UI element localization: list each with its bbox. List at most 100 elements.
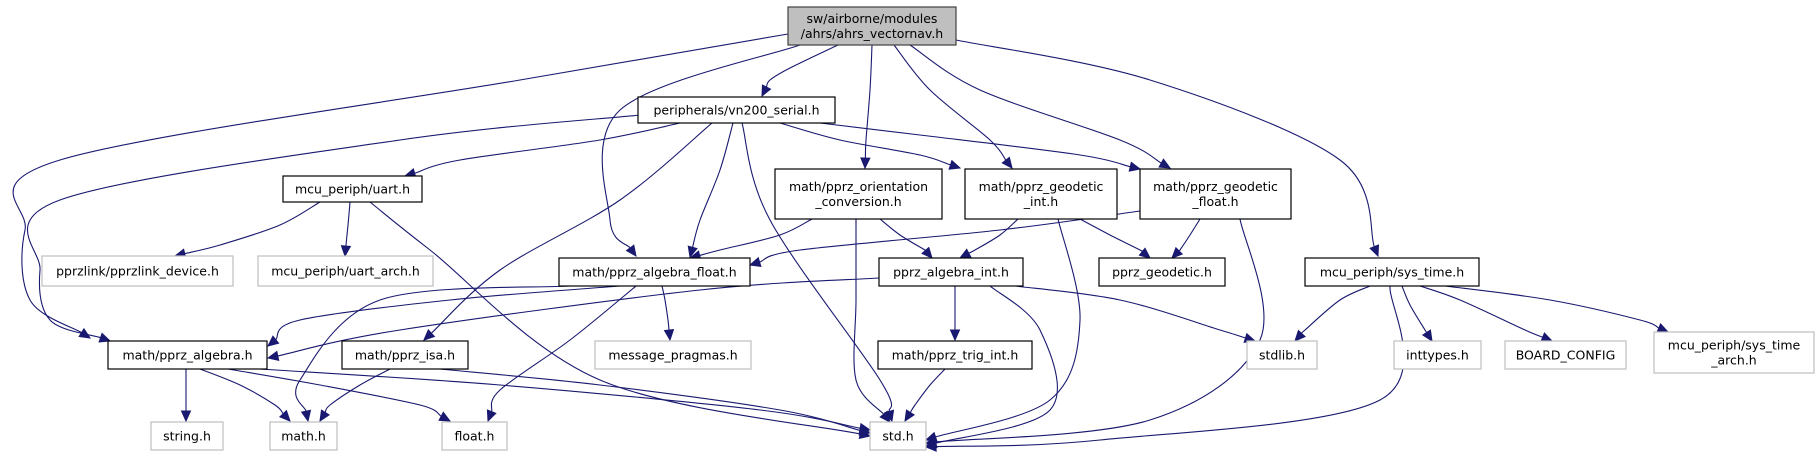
node-box	[341, 340, 469, 370]
arrowhead-icon	[1421, 329, 1433, 343]
arrowhead-icon	[278, 409, 291, 422]
nodes-layer: sw/airborne/modules/ahrs/ahrs_vectornav.…	[41, 6, 1815, 451]
arrowhead-icon	[1158, 158, 1172, 169]
node-geodetic[interactable]: pprz_geodetic.h	[1098, 257, 1226, 287]
arrowhead-icon	[921, 246, 933, 259]
node-msg-pragmas: message_pragmas.h	[594, 340, 752, 370]
node-alg-int[interactable]: pprz_algebra_int.h	[878, 257, 1024, 287]
node-label: _conversion.h	[814, 194, 901, 209]
node-alg-float[interactable]: math/pprz_algebra_float.h	[558, 257, 751, 287]
edge-uart-to-uart_arch	[345, 201, 351, 248]
node-isa[interactable]: math/pprz_isa.h	[341, 340, 469, 370]
node-root[interactable]: sw/airborne/modules/ahrs/ahrs_vectornav.…	[787, 6, 957, 46]
node-label: math.h	[281, 429, 326, 444]
edge-geo_float-to-std	[935, 218, 1265, 443]
edge-sys_time-to-stdlib	[1300, 285, 1371, 335]
node-trig-int[interactable]: math/pprz_trig_int.h	[877, 340, 1033, 370]
node-label: message_pragmas.h	[608, 348, 737, 363]
arrowhead-icon	[1001, 156, 1013, 169]
node-orient[interactable]: math/pprz_orientation_conversion.h	[774, 168, 943, 220]
edge-orient-to-alg_int	[879, 218, 928, 252]
node-uart-arch: mcu_periph/uart_arch.h	[257, 255, 434, 287]
arrowhead-icon	[858, 425, 872, 436]
node-box	[1139, 168, 1292, 220]
arrowhead-icon	[625, 244, 637, 257]
arrowhead-icon	[860, 157, 871, 170]
node-box	[1246, 340, 1318, 370]
node-stdlib: stdlib.h	[1246, 340, 1318, 370]
edge-vn200-to-geo_int	[779, 122, 951, 166]
node-box	[1304, 257, 1480, 287]
edge-geo_int-to-std	[935, 218, 1081, 438]
edge-root-to-alg	[12, 33, 789, 334]
edge-alg_int-to-std	[935, 285, 1058, 444]
node-label: peripherals/vn200_serial.h	[653, 103, 819, 118]
arrowhead-icon	[486, 409, 497, 423]
edge-root-to-vn200	[765, 44, 839, 88]
node-label: math/pprz_geodetic	[979, 179, 1104, 194]
node-geo-float[interactable]: math/pprz_geodetic_float.h	[1139, 168, 1292, 220]
edge-root-to-sys_time	[955, 39, 1375, 247]
edge-root-to-geo_int	[893, 44, 1007, 161]
edge-sys_time-to-sys_time_arch	[1444, 285, 1660, 329]
node-box	[1653, 331, 1815, 374]
node-box	[107, 340, 268, 370]
edges-layer	[12, 33, 1670, 452]
node-box	[637, 96, 836, 124]
node-board-config: BOARD_CONFIG	[1504, 340, 1627, 370]
node-label: math/pprz_algebra_float.h	[572, 265, 736, 280]
node-box	[964, 168, 1118, 220]
node-label: pprz_algebra_int.h	[893, 265, 1009, 280]
node-math: math.h	[269, 421, 338, 451]
node-vn200[interactable]: peripherals/vn200_serial.h	[637, 96, 836, 124]
node-box	[269, 421, 338, 451]
node-box	[441, 421, 508, 451]
node-label: _arch.h	[1710, 353, 1756, 368]
edge-orient-to-std	[853, 219, 885, 415]
edge-alg_float-to-alg	[275, 285, 621, 341]
node-label: std.h	[882, 429, 913, 444]
node-box	[594, 340, 752, 370]
arrowhead-icon	[748, 256, 762, 268]
node-pprzlink: pprzlink/pprzlink_device.h	[41, 255, 234, 287]
node-string: string.h	[150, 421, 224, 451]
node-label: float.h	[455, 429, 495, 444]
node-label: mcu_periph/sys_time.h	[1320, 265, 1464, 280]
arrowhead-icon	[948, 159, 962, 170]
node-float: float.h	[441, 421, 508, 451]
node-box	[558, 257, 751, 287]
node-sys-time[interactable]: mcu_periph/sys_time.h	[1304, 257, 1480, 287]
arrowhead-icon	[924, 441, 937, 452]
node-box	[878, 257, 1024, 287]
edge-sys_time-to-board_config	[1419, 285, 1543, 338]
arrowhead-icon	[267, 335, 280, 347]
node-alg[interactable]: math/pprz_algebra.h	[107, 340, 268, 370]
arrowhead-icon	[1369, 244, 1380, 258]
node-label: math/pprz_trig_int.h	[892, 348, 1019, 363]
edge-root-to-alg_float	[601, 44, 801, 249]
node-label: inttypes.h	[1406, 348, 1469, 363]
arrowhead-icon	[266, 350, 280, 361]
arrowhead-icon	[879, 410, 891, 423]
arrowhead-icon	[319, 409, 331, 423]
arrowhead-icon	[904, 409, 916, 423]
arrowhead-icon	[1656, 323, 1670, 333]
arrowhead-icon	[300, 409, 312, 423]
node-box	[150, 421, 224, 451]
arrowhead-icon	[949, 329, 961, 342]
edge-vn200-to-isa	[430, 122, 713, 334]
edge-alg_float-to-float	[490, 285, 637, 412]
node-box	[877, 340, 1033, 370]
node-uart[interactable]: mcu_periph/uart.h	[282, 175, 423, 203]
node-label: pprz_geodetic.h	[1112, 265, 1212, 280]
edge-uart-to-pprzlink	[184, 201, 321, 255]
arrowhead-icon	[423, 329, 436, 341]
node-geo-int[interactable]: math/pprz_geodetic_int.h	[964, 168, 1118, 220]
node-box	[1504, 340, 1627, 370]
node-label: _float.h	[1191, 194, 1238, 209]
node-label: BOARD_CONFIG	[1516, 348, 1616, 363]
arrowhead-icon	[1138, 247, 1151, 259]
edge-alg-to-math	[199, 368, 284, 415]
node-label: _int.h	[1023, 194, 1058, 209]
